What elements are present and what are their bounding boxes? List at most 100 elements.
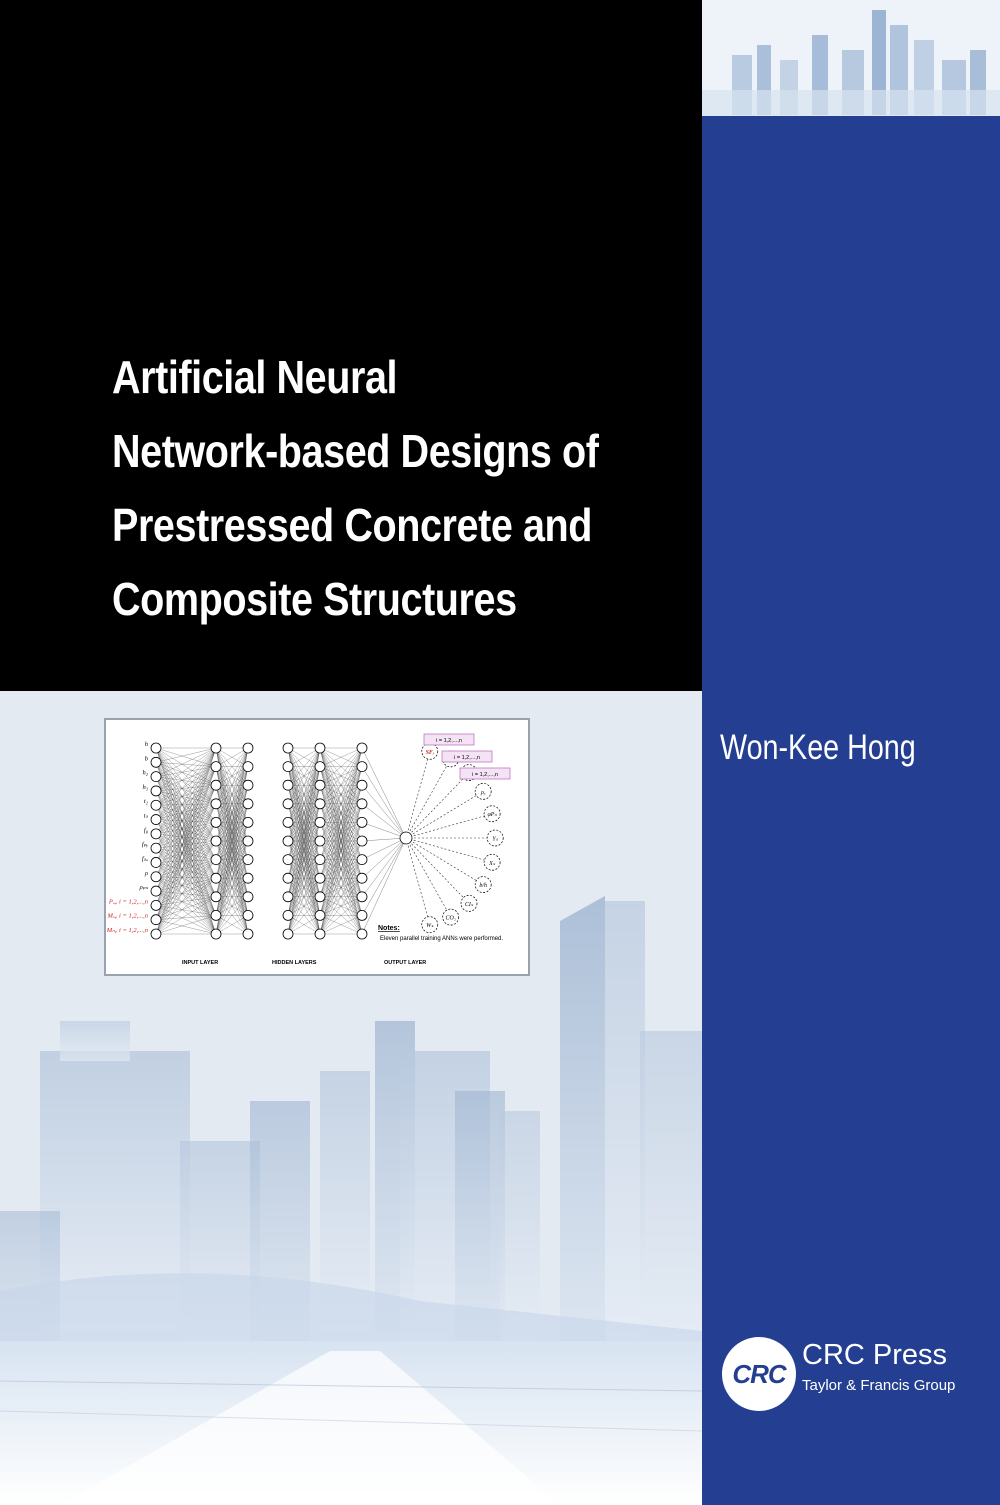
hidden-node <box>242 761 254 772</box>
connection <box>155 848 217 935</box>
connection <box>361 837 407 916</box>
hidden-node <box>242 817 254 828</box>
connection <box>155 776 217 804</box>
connection <box>155 896 217 920</box>
output-ann-node <box>483 805 501 823</box>
connection <box>155 848 217 860</box>
output-connection <box>405 837 431 925</box>
connection <box>155 766 217 935</box>
hidden-node <box>210 817 222 828</box>
output-label: CIₛ <box>465 902 474 908</box>
connection <box>155 790 217 804</box>
connection <box>287 747 321 786</box>
connection <box>155 766 217 834</box>
title-panel <box>0 0 702 691</box>
connection <box>319 747 363 860</box>
connection <box>155 862 217 879</box>
input-label: tₛ <box>144 813 149 820</box>
notes-text: Eleven parallel training ANNs were perfo… <box>380 936 503 942</box>
hidden-node <box>242 909 254 921</box>
hidden-node <box>210 872 222 884</box>
title-line-2: Network-based Designs of <box>112 425 599 477</box>
connection <box>361 822 407 839</box>
connection <box>155 876 217 916</box>
range-tags: i = 1,2,...,ni = 1,2,...,ni = 1,2,...,n <box>423 733 511 780</box>
input-label: Mₙ,ᵢ i = 1,2,...,n <box>106 927 148 934</box>
input-node <box>150 771 162 783</box>
connection <box>155 747 217 906</box>
connection <box>287 785 321 935</box>
connection <box>155 766 217 877</box>
hidden-node <box>242 742 254 754</box>
book-title: Artificial Neural Network-based Designs … <box>112 340 611 636</box>
hidden-node <box>242 854 254 866</box>
connection <box>155 803 217 906</box>
crc-logo-text: CRC <box>732 1359 786 1389</box>
output-node <box>399 831 413 845</box>
input-node <box>150 785 162 797</box>
output-ann-node <box>486 829 504 847</box>
connection <box>155 876 217 879</box>
range-tag-label: i = 1,2,...,n <box>436 738 462 744</box>
input-node <box>150 742 162 754</box>
connection <box>155 803 217 877</box>
connection <box>215 878 249 935</box>
connection <box>155 833 217 860</box>
connection <box>319 896 363 935</box>
skyline-thumbnail-illustration <box>702 0 1000 120</box>
connection <box>215 859 249 935</box>
hidden-node <box>242 798 254 810</box>
range-tag-label: i = 1,2,...,n <box>454 755 480 761</box>
input-node <box>150 842 162 854</box>
output-ann-node <box>460 895 478 912</box>
connection <box>155 805 217 842</box>
connection <box>155 776 217 935</box>
connection <box>155 747 217 777</box>
output-connection <box>405 758 451 839</box>
input-node <box>150 828 162 840</box>
connection <box>155 803 217 892</box>
hidden-node <box>314 779 326 791</box>
hidden-node <box>356 742 368 754</box>
connection <box>287 803 321 935</box>
skyline-thumbnail <box>702 0 1000 120</box>
hidden-node <box>314 854 326 866</box>
author-panel <box>702 120 1000 1505</box>
connection <box>215 747 249 897</box>
crc-logo: CRC <box>722 1337 796 1411</box>
range-tag <box>423 733 475 746</box>
output-ann-node <box>442 908 460 926</box>
connection <box>287 840 321 935</box>
output-connection <box>405 837 484 885</box>
connection <box>155 785 217 935</box>
connection <box>155 747 217 849</box>
connection <box>155 848 217 897</box>
notes-title: Notes: <box>378 925 400 932</box>
connection <box>155 790 217 897</box>
connection <box>155 747 217 834</box>
connection <box>155 747 217 763</box>
connection <box>155 859 217 863</box>
connection <box>287 766 321 935</box>
connection <box>155 859 217 906</box>
hidden-node <box>210 928 222 940</box>
connection <box>155 822 217 834</box>
connection <box>155 915 217 935</box>
connection <box>155 878 217 892</box>
hidden-node <box>210 779 222 791</box>
connection <box>155 766 217 777</box>
hidden-node <box>314 909 326 921</box>
connection <box>155 776 217 860</box>
connection <box>287 747 321 916</box>
connection <box>155 859 217 877</box>
hidden-node <box>282 854 294 866</box>
layer-label-output: OUTPUT LAYER <box>384 960 426 966</box>
connection <box>155 762 217 897</box>
hidden-node <box>356 779 368 791</box>
hidden-node <box>210 909 222 921</box>
connection <box>155 819 217 842</box>
input-label: b <box>145 755 149 762</box>
